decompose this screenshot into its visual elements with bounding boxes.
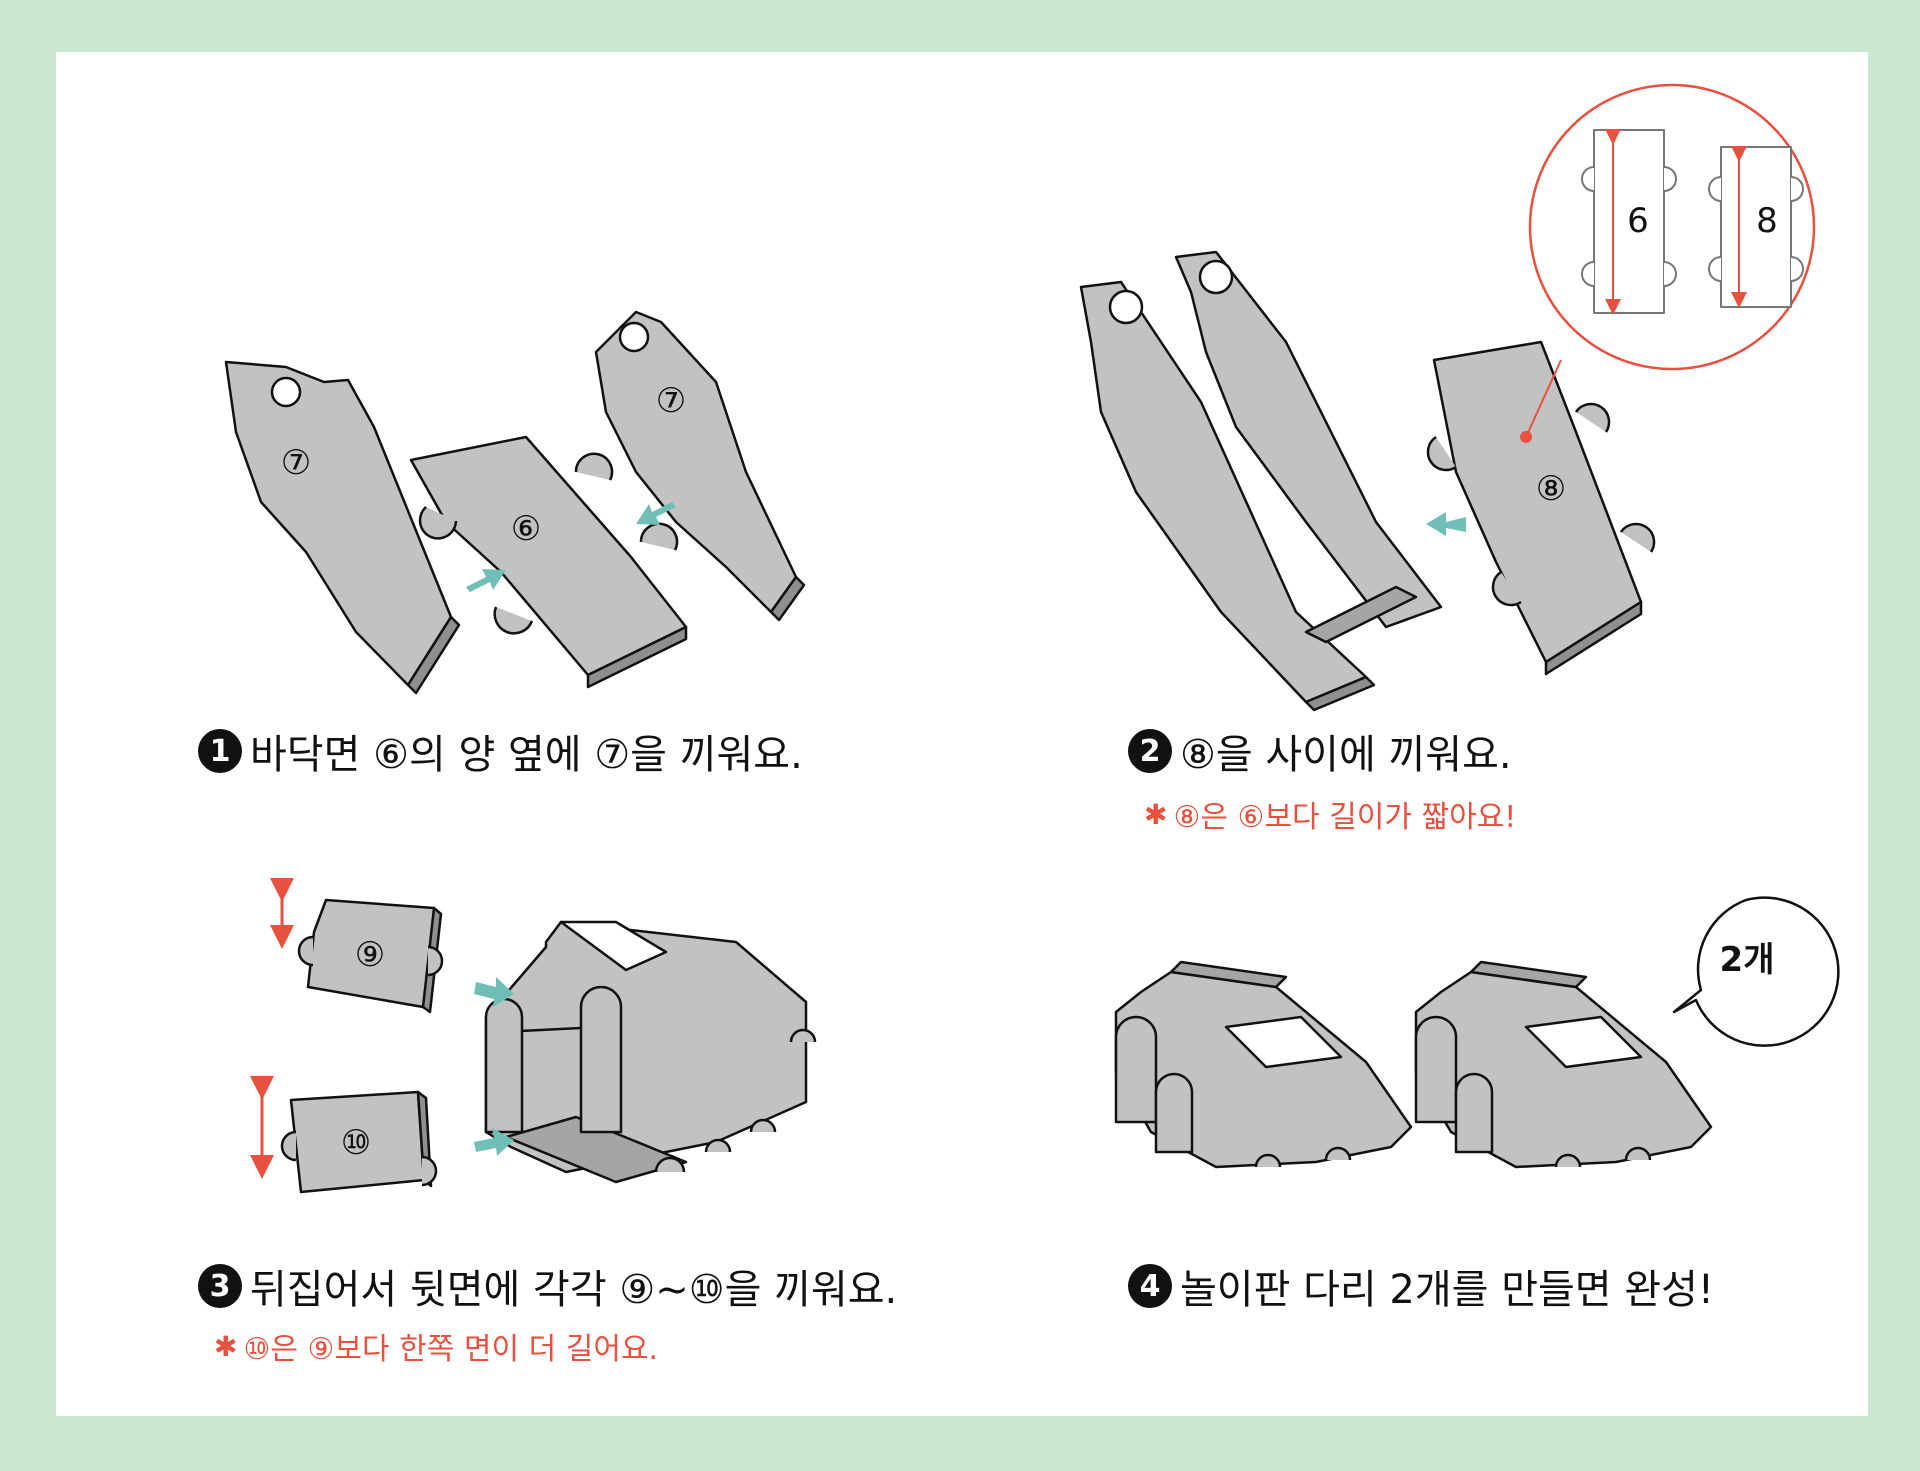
completed-leg-right <box>1414 960 1713 1169</box>
step-3-caption: 3 뒤집어서 뒷면에 각각 ⑨~⑩을 끼워요. <box>198 1257 897 1315</box>
completed-leg-left <box>1114 960 1413 1169</box>
bubble-count-label: 2개 <box>1719 940 1775 980</box>
step-3-text: 뒤집어서 뒷면에 각각 ⑨~⑩을 끼워요. <box>250 1267 898 1313</box>
step-3-note-text: ⑩은 ⑨보다 한쪽 면이 더 길어요. <box>243 1332 659 1367</box>
step-2-text: ⑧을 사이에 끼워요. <box>1180 732 1512 778</box>
right-side-panel <box>594 310 798 614</box>
step-3-number: 3 <box>198 1264 242 1308</box>
step-3-note: ✱ ⑩은 ⑨보다 한쪽 면이 더 길어요. <box>214 1324 658 1368</box>
assembly-illustrations: ⑦ ⑥ ⑦ ⑧ ⑨ ⑩ 6 8 <box>224 83 1840 1194</box>
part-label-7-left: ⑦ <box>281 443 311 483</box>
step1-illustration <box>224 310 806 695</box>
step-1-number: 1 <box>198 729 242 773</box>
step-2-note-text: ⑧은 ⑥보다 길이가 짧아요! <box>1173 800 1517 835</box>
step-2-note: ✱ ⑧은 ⑥보다 길이가 짧아요! <box>1144 792 1516 836</box>
step-1-caption: 1 바닥면 ⑥의 양 옆에 ⑦을 끼워요. <box>198 722 803 780</box>
step-2-number: 2 <box>1128 729 1172 773</box>
step-4-number: 4 <box>1128 1264 1172 1308</box>
part-label-6: ⑥ <box>511 509 541 549</box>
step-4-caption: 4 놀이판 다리 2개를 만들면 완성! <box>1128 1257 1714 1315</box>
step3-illustration <box>250 878 817 1194</box>
part-label-10: ⑩ <box>341 1123 371 1163</box>
step-1-text: 바닥면 ⑥의 양 옆에 ⑦을 끼워요. <box>250 732 803 778</box>
speech-bubble <box>1672 896 1840 1047</box>
inset-label-6: 6 <box>1627 201 1649 241</box>
step-2-caption: 2 ⑧을 사이에 끼워요. <box>1128 722 1512 780</box>
part-label-7-right: ⑦ <box>656 381 686 421</box>
star-icon: ✱ <box>214 1329 238 1363</box>
part-label-9: ⑨ <box>355 935 385 975</box>
left-side-panel <box>224 360 453 687</box>
part-label-8: ⑧ <box>1536 469 1566 509</box>
star-icon: ✱ <box>1144 797 1168 831</box>
inset-label-8: 8 <box>1756 201 1778 241</box>
instruction-sheet: ⑦ ⑥ ⑦ ⑧ ⑨ ⑩ 6 8 1 바닥면 ⑥의 양 옆에 ⑦을 끼워요. 2 … <box>56 52 1868 1416</box>
step-4-text: 놀이판 다리 2개를 만들면 완성! <box>1180 1267 1714 1313</box>
step2-illustration <box>1079 83 1816 712</box>
step4-illustration <box>1114 896 1840 1169</box>
